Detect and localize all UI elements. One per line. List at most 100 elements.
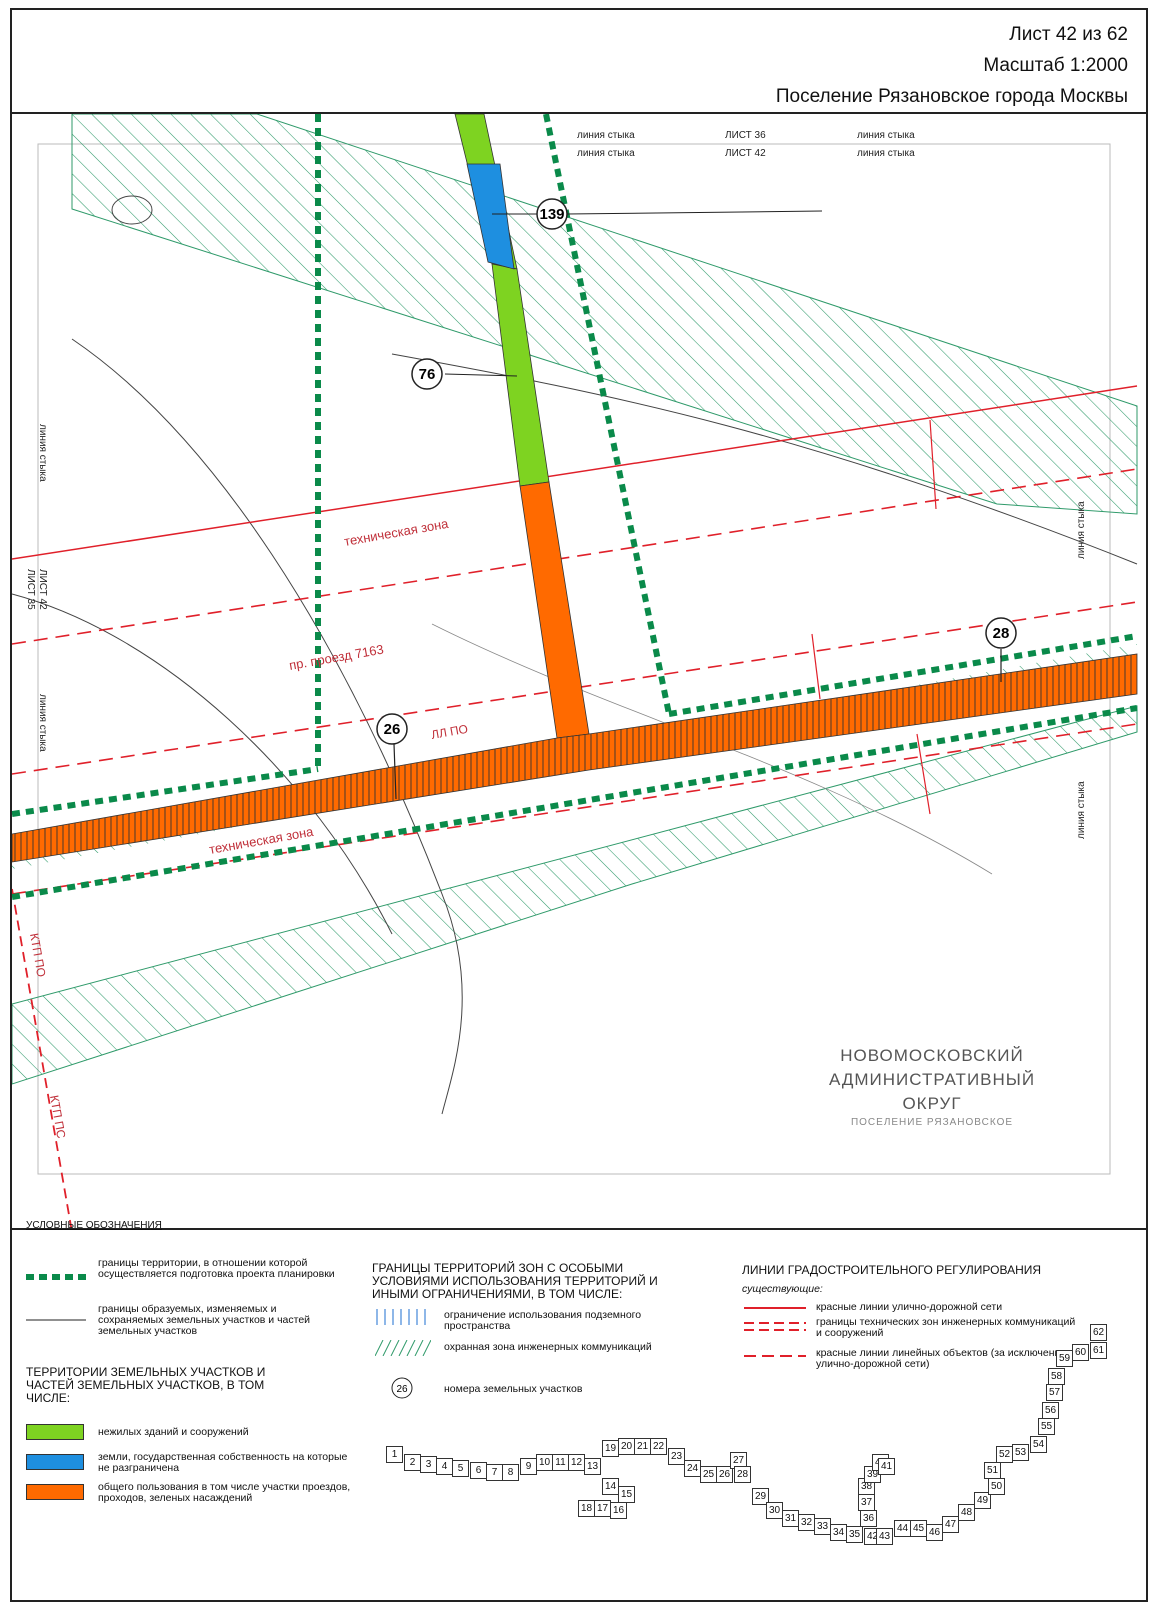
sheet-index-cell[interactable]: 5 bbox=[452, 1460, 469, 1477]
legend-protection: охранная зона инженерных коммуникаций bbox=[444, 1341, 652, 1353]
sheet-index-cell[interactable]: 19 bbox=[602, 1440, 619, 1457]
svg-text:26: 26 bbox=[396, 1384, 408, 1395]
join-sheet-label: ЛИСТ 42 bbox=[725, 148, 766, 159]
join-line-label: линия стыка bbox=[37, 694, 48, 752]
sheet-index-cell[interactable]: 59 bbox=[1056, 1350, 1073, 1367]
sheet-index-cell[interactable]: 54 bbox=[1030, 1436, 1047, 1453]
parcel-badge[interactable]: 26 bbox=[376, 713, 408, 745]
red-line bbox=[12, 385, 1138, 560]
legend-protection-symbol bbox=[375, 1340, 431, 1356]
sheet-index-cell[interactable]: 45 bbox=[910, 1520, 927, 1537]
sheet-index-cell[interactable]: 10 bbox=[536, 1454, 553, 1471]
contour-line bbox=[391, 353, 1138, 565]
sheet-index-cell[interactable]: 34 bbox=[830, 1524, 847, 1541]
sheet-index-cell[interactable]: 26 bbox=[716, 1466, 733, 1483]
protection-zone-lower bbox=[12, 705, 1138, 1085]
legend-red-line-symbol bbox=[744, 1307, 806, 1309]
sheet-index-cell[interactable]: 36 bbox=[860, 1510, 877, 1527]
legend-red-lines: красные линии улично-дорожной сети bbox=[816, 1301, 1003, 1313]
legend-parcel-boundary-symbol bbox=[26, 1319, 86, 1321]
parcel-public-use-connector[interactable] bbox=[519, 481, 590, 739]
sheet-index-cell[interactable]: 21 bbox=[634, 1438, 651, 1455]
parcel-badge[interactable]: 28 bbox=[985, 617, 1017, 649]
dimension-line bbox=[916, 733, 931, 815]
sheet-index-cell[interactable]: 6 bbox=[470, 1462, 487, 1479]
join-line-label: линия стыка bbox=[1076, 501, 1087, 559]
sheet-index-cell[interactable]: 58 bbox=[1048, 1368, 1065, 1385]
sheet-index-cell[interactable]: 32 bbox=[798, 1514, 815, 1531]
legend-tech-zones-symbol bbox=[744, 1322, 806, 1331]
ktp-label: КТП ПС bbox=[47, 1094, 68, 1140]
sheet-index-cell[interactable]: 55 bbox=[1038, 1418, 1055, 1435]
sheet-index-cell[interactable]: 51 bbox=[984, 1462, 1001, 1479]
sheet-index-cell[interactable]: 53 bbox=[1012, 1444, 1029, 1461]
join-sheet-label: ЛИСТ 36 bbox=[725, 130, 766, 141]
sheet-index-cell[interactable]: 24 bbox=[684, 1460, 701, 1477]
legend-public-use: общего пользования в том числе участки п… bbox=[98, 1481, 351, 1504]
sheet-index-cell[interactable]: 9 bbox=[520, 1458, 537, 1475]
sheet-index-cell[interactable]: 17 bbox=[594, 1500, 611, 1517]
sheet-index-cell[interactable]: 22 bbox=[650, 1438, 667, 1455]
sheet-index-cell[interactable]: 11 bbox=[552, 1454, 569, 1471]
sheet-index-cell[interactable]: 29 bbox=[752, 1488, 769, 1505]
legend-blue-swatch bbox=[26, 1454, 84, 1470]
protection-zone-upper bbox=[71, 114, 1138, 515]
join-line-label: линия стыка bbox=[857, 148, 915, 159]
sheet-index-cell[interactable]: 50 bbox=[988, 1478, 1005, 1495]
sheet-index-cell[interactable]: 8 bbox=[502, 1464, 519, 1481]
sheet-index-cell[interactable]: 35 bbox=[846, 1526, 863, 1543]
sheet-index-cell[interactable]: 31 bbox=[782, 1510, 799, 1527]
sheet-index-cell[interactable]: 12 bbox=[568, 1454, 585, 1471]
sheet-index-cell[interactable]: 18 bbox=[578, 1500, 595, 1517]
sheet-index-cell[interactable]: 7 bbox=[486, 1464, 503, 1481]
sheet-index-cell[interactable]: 3 bbox=[420, 1456, 437, 1473]
sheet-index-cell[interactable]: 25 bbox=[700, 1466, 717, 1483]
svg-text:139: 139 bbox=[539, 206, 564, 223]
sheet-index-cell[interactable]: 15 bbox=[618, 1486, 635, 1503]
leader-line bbox=[393, 743, 397, 800]
sheet-index-cell[interactable]: 1 bbox=[386, 1446, 403, 1463]
sheet-index-cell[interactable]: 4 bbox=[436, 1458, 453, 1475]
sheet-index-cell[interactable]: 61 bbox=[1090, 1342, 1107, 1359]
legend-territories-heading: ТЕРРИТОРИИ ЗЕМЕЛЬНЫХ УЧАСТКОВ И ЧАСТЕЙ З… bbox=[26, 1365, 266, 1405]
sheet-index-cell[interactable]: 44 bbox=[894, 1520, 911, 1537]
sheet-index-cell[interactable]: 41 bbox=[878, 1458, 895, 1475]
legend-title: УСЛОВНЫЕ ОБОЗНАЧЕНИЯ bbox=[26, 1220, 162, 1231]
map-area[interactable]: техническая зона техническая зона пр. пр… bbox=[12, 112, 1148, 1230]
proezd-label: пр. проезд 7163 bbox=[288, 642, 385, 673]
sheet-index-cell[interactable]: 14 bbox=[602, 1478, 619, 1495]
sheet-index-cell[interactable]: 62 bbox=[1090, 1324, 1107, 1341]
sheet-index-cell[interactable]: 60 bbox=[1072, 1344, 1089, 1361]
join-line-label: линия стыка bbox=[577, 130, 635, 141]
sheet-index-cell[interactable]: 47 bbox=[942, 1516, 959, 1533]
sheet-index-cell[interactable]: 28 bbox=[734, 1466, 751, 1483]
parcel-state-land[interactable] bbox=[466, 163, 515, 270]
sheet-index-cell[interactable]: 56 bbox=[1042, 1402, 1059, 1419]
sheet-index-cell[interactable]: 49 bbox=[974, 1492, 991, 1509]
join-line-label: линия стыка bbox=[37, 424, 48, 482]
sheet-index-cell[interactable]: 46 bbox=[926, 1524, 943, 1541]
parcel-badge[interactable]: 139 bbox=[536, 198, 568, 230]
sheet-index-cell[interactable]: 16 bbox=[610, 1502, 627, 1519]
join-line-label: линия стыка bbox=[577, 148, 635, 159]
legend: УСЛОВНЫЕ ОБОЗНАЧЕНИЯ границы территории,… bbox=[12, 1220, 1148, 1598]
sheet-index-cell[interactable]: 57 bbox=[1046, 1384, 1063, 1401]
legend-tech-zones: границы технических зон инженерных комму… bbox=[816, 1316, 1076, 1339]
sheet-number: Лист 42 из 62 bbox=[1009, 24, 1128, 45]
legend-parcel-numbers: номера земельных участков bbox=[444, 1383, 583, 1395]
sheet-index-cell[interactable]: 48 bbox=[958, 1504, 975, 1521]
sheet-index-cell[interactable]: 43 bbox=[876, 1528, 893, 1545]
parcel-badge[interactable]: 76 bbox=[411, 358, 443, 390]
sheet-index-cell[interactable]: 2 bbox=[404, 1454, 421, 1471]
sheet-index-cell[interactable]: 23 bbox=[668, 1448, 685, 1465]
sheet-index-cell[interactable]: 30 bbox=[766, 1502, 783, 1519]
sheet-index-cell[interactable]: 13 bbox=[584, 1458, 601, 1475]
legend-lines-heading: ЛИНИИ ГРАДОСТРОИТЕЛЬНОГО РЕГУЛИРОВАНИЯ bbox=[742, 1263, 1042, 1277]
sheet-index-cell[interactable]: 33 bbox=[814, 1518, 831, 1535]
sheet-index-cell[interactable]: 52 bbox=[996, 1446, 1013, 1463]
settlement-title: Поселение Рязановское города Москвы bbox=[775, 86, 1128, 107]
legend-existing: существующие: bbox=[742, 1283, 823, 1295]
sheet-index-cell[interactable]: 37 bbox=[858, 1494, 875, 1511]
legend-planning-boundary: границы территории, в отношении которой … bbox=[98, 1257, 335, 1280]
sheet-index-cell[interactable]: 20 bbox=[618, 1438, 635, 1455]
